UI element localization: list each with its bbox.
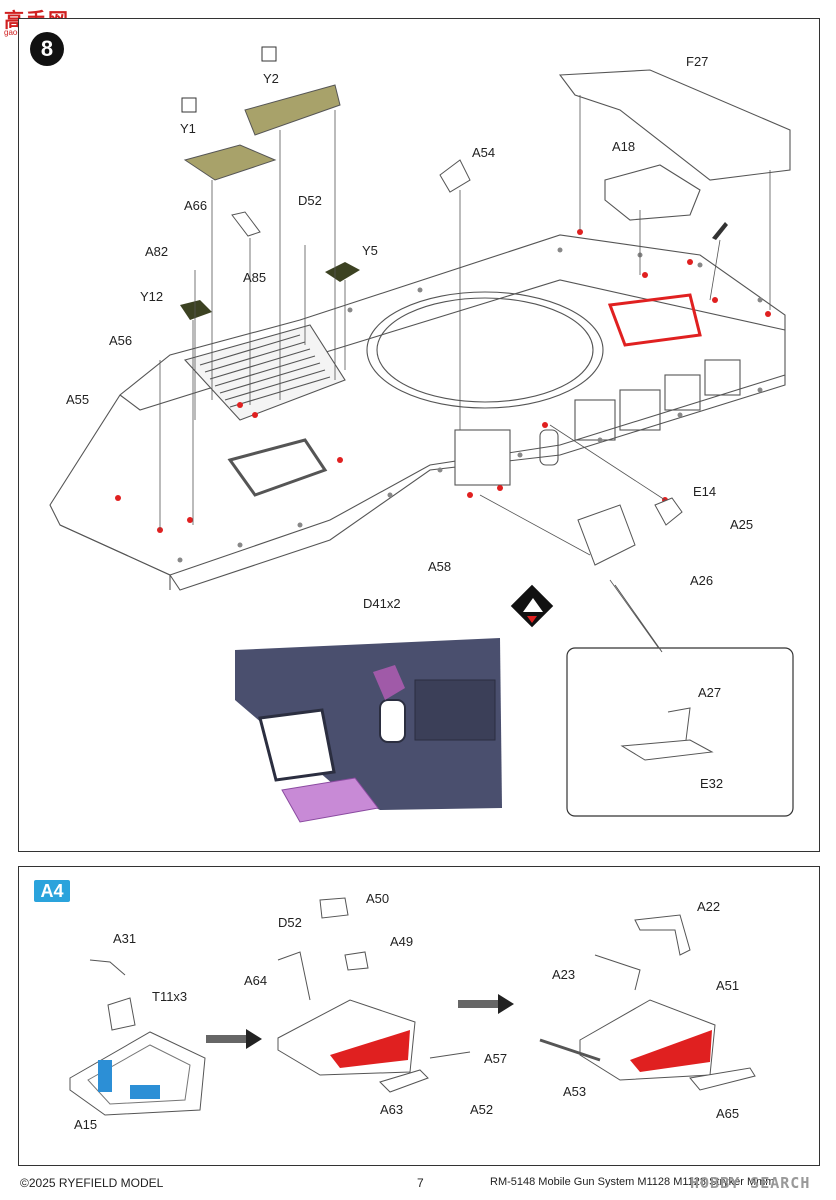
part-e32 <box>620 739 714 761</box>
driver-hatch <box>227 438 328 497</box>
step-number: 8 <box>40 36 54 61</box>
subassembly-badge: A4 <box>34 880 70 902</box>
label-a52: A52 <box>470 1102 494 1117</box>
label-d52-sub: D52 <box>278 915 302 930</box>
part-a18 <box>604 164 701 221</box>
side-hatch <box>454 429 511 486</box>
label-e14: E14 <box>693 484 717 499</box>
red-hatch-frame <box>607 293 702 347</box>
label-a55: A55 <box>66 392 90 407</box>
label-a26: A26 <box>690 573 714 588</box>
watermark: HOBBY SEARCH <box>690 1174 811 1192</box>
part-f27 <box>558 69 791 181</box>
label-a65: A65 <box>716 1106 740 1121</box>
part-y2 <box>244 84 341 136</box>
label-f27: F27 <box>686 54 709 69</box>
label-a54: A54 <box>472 145 496 160</box>
label-a85: A85 <box>243 270 267 285</box>
knife-icon <box>712 222 728 240</box>
footer-product: RM-5148 Mobile Gun System M1128 M1128 St… <box>490 1176 775 1188</box>
hull-assembly-drawing <box>49 46 794 823</box>
subassembly-badge-text: A4 <box>40 880 64 901</box>
sanding-icon-y1 <box>181 97 197 113</box>
label-y5: Y5 <box>362 243 378 258</box>
label-a18: A18 <box>612 139 636 154</box>
detail-inset <box>566 647 794 817</box>
turret-ring <box>366 291 604 409</box>
label-a53: A53 <box>563 1084 587 1099</box>
label-a64: A64 <box>244 973 268 988</box>
label-d52: D52 <box>298 193 322 208</box>
label-y12: Y12 <box>140 289 164 304</box>
part-a66 <box>231 211 261 237</box>
tub-1 <box>69 1031 206 1116</box>
part-y5 <box>325 262 360 282</box>
label-y2: Y2 <box>263 71 279 86</box>
engine-grille <box>183 324 346 421</box>
label-a23: A23 <box>552 967 576 982</box>
label-a27: A27 <box>698 685 722 700</box>
label-a22: A22 <box>697 899 721 914</box>
label-y1: Y1 <box>180 121 196 136</box>
label-a15: A15 <box>74 1117 98 1132</box>
label-t11x3: T11x3 <box>152 989 188 1004</box>
label-a51: A51 <box>716 978 740 993</box>
label-a50: A50 <box>366 891 390 906</box>
label-a66: A66 <box>184 198 208 213</box>
part-a27 <box>667 707 691 741</box>
label-a63: A63 <box>380 1102 404 1117</box>
part-y12 <box>180 300 212 320</box>
label-d41x2: D41x2 <box>363 596 401 611</box>
step-number-badge: 8 <box>30 32 64 66</box>
part-y1 <box>183 144 277 181</box>
cad-hatch-lid <box>281 777 379 823</box>
label-a49: A49 <box>390 934 414 949</box>
hull-outline <box>49 234 786 591</box>
label-a31: A31 <box>113 931 137 946</box>
footer-copyright: ©2025 RYEFIELD MODEL <box>20 1176 164 1190</box>
footer-page-number: 7 <box>417 1176 424 1190</box>
part-a26-hatch <box>577 504 636 566</box>
part-e14 <box>654 497 683 526</box>
sanding-icon-y2 <box>261 46 277 62</box>
label-a82: A82 <box>145 244 169 259</box>
label-e32: E32 <box>700 776 724 791</box>
label-a57: A57 <box>484 1051 508 1066</box>
part-a54 <box>439 159 471 193</box>
label-a56: A56 <box>109 333 133 348</box>
label-a58: A58 <box>428 559 452 574</box>
label-a25: A25 <box>730 517 754 532</box>
